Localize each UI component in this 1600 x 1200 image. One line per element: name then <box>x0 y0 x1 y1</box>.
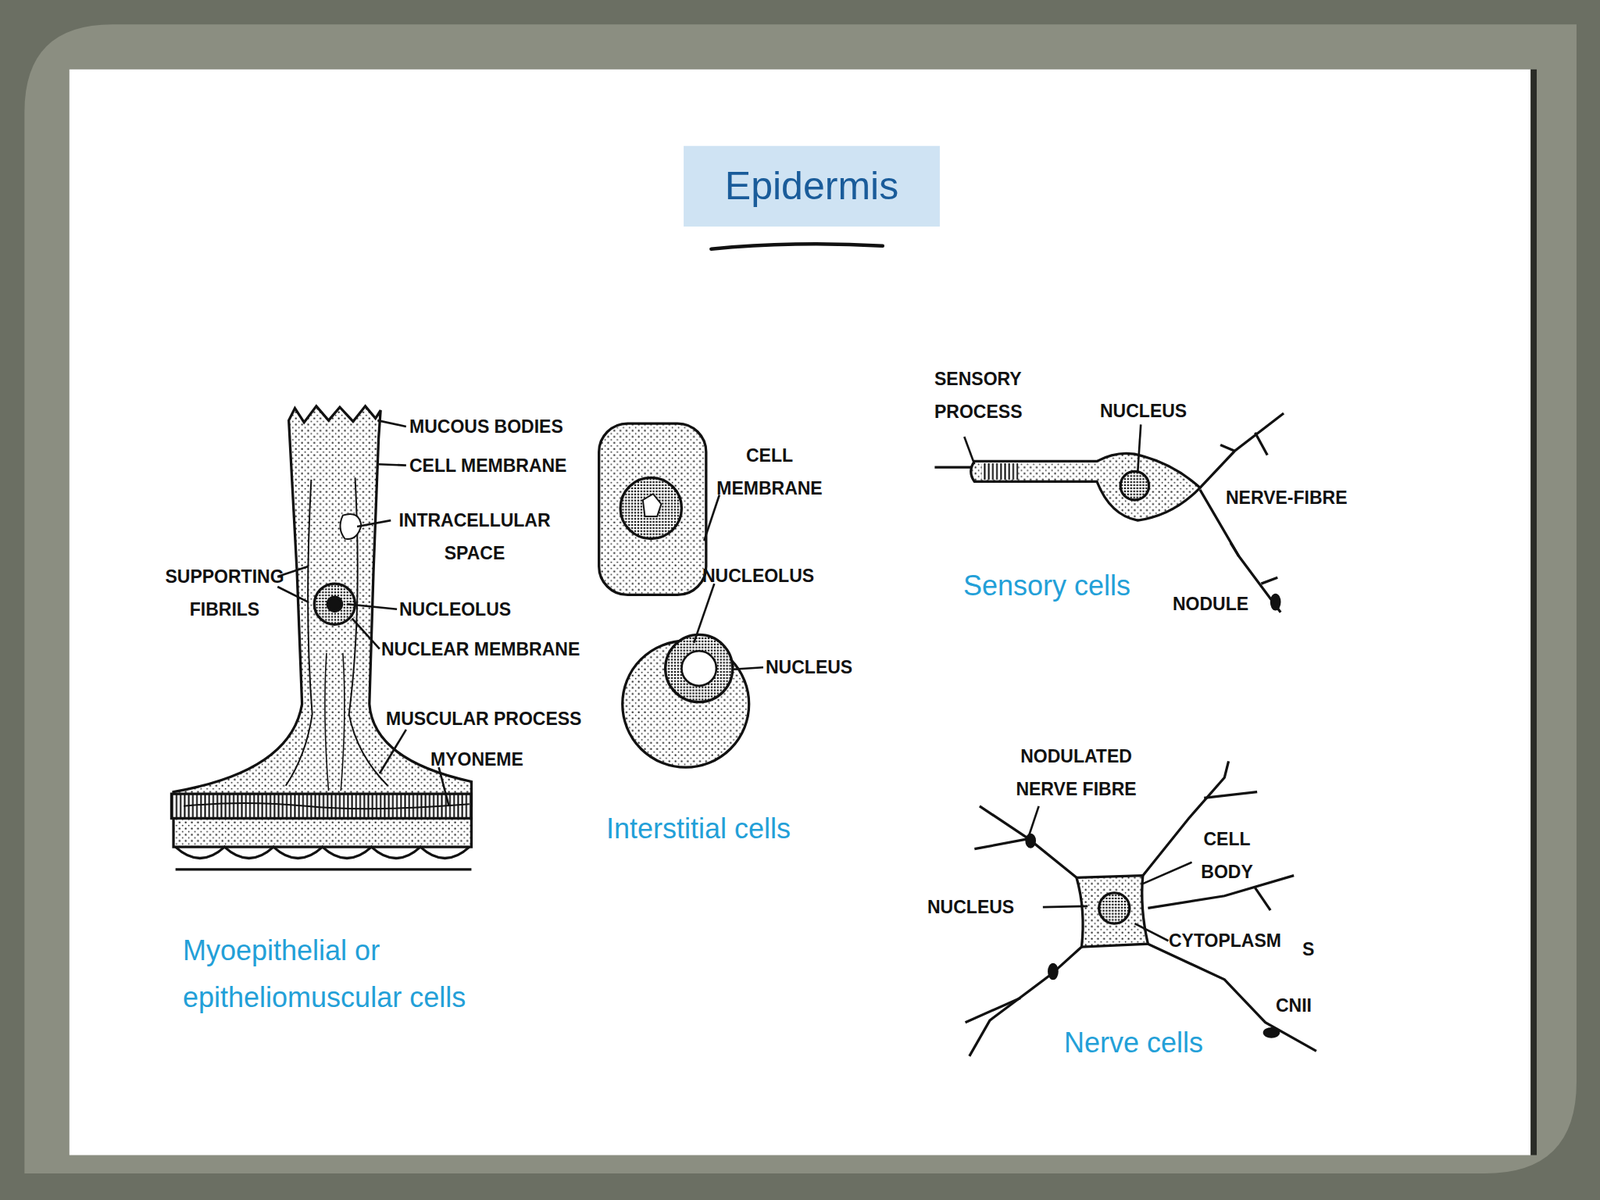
leader-line <box>964 424 1141 472</box>
leader-line <box>1134 923 1168 941</box>
nerve-cell <box>974 839 1029 850</box>
sensory-cell <box>1271 594 1279 609</box>
cell-caption: Interstitial cells <box>606 805 791 853</box>
part-label: CELL BODY <box>1193 822 1261 889</box>
interstitial-cell <box>599 423 707 595</box>
leader-line <box>1142 862 1193 884</box>
myoepithelial-cell <box>175 846 470 858</box>
sensory-cell <box>1200 413 1284 488</box>
part-label: NODULATED NERVE FIBRE <box>1007 739 1145 806</box>
cell-caption: Myoepithelial or epitheliomuscular cells <box>182 927 511 1022</box>
part-label: NODULE <box>1172 587 1249 621</box>
leader-line <box>346 603 397 610</box>
myoepithelial-cell <box>325 653 329 791</box>
interstitial-cell <box>620 477 682 539</box>
interstitial-cell <box>642 493 662 517</box>
part-label: INTRACELLULAR SPACE <box>390 503 559 570</box>
part-label: MYONEME <box>430 742 524 776</box>
title-box <box>683 146 940 227</box>
leader-line <box>377 420 407 427</box>
part-label: MUSCULAR PROCESS <box>385 702 582 736</box>
nerve-cell <box>979 806 1077 878</box>
part-label: NERVE-FIBRE <box>1225 481 1348 515</box>
myoepithelial-cell <box>327 596 342 611</box>
nerve-cell <box>1026 834 1035 847</box>
nerve-cell <box>965 997 1022 1022</box>
part-label: NUCLEAR MEMBRANE <box>381 632 580 666</box>
leader-line <box>439 767 450 807</box>
myoepithelial-cell <box>183 803 470 809</box>
nerve-cell <box>1255 887 1272 911</box>
myoepithelial-cell <box>285 479 313 786</box>
part-label: CNII <box>1275 989 1312 1022</box>
nerve-cell <box>1049 964 1058 979</box>
sensory-cell <box>1255 432 1268 456</box>
slide-title: Epidermis <box>683 162 940 210</box>
leader-line <box>1028 806 1040 837</box>
sensory-cell <box>1120 471 1150 500</box>
leader-line <box>357 520 391 527</box>
part-label: CELL MEMBRANE <box>409 449 567 483</box>
part-label: SENSORY PROCESS <box>934 362 1036 429</box>
cell-caption: Sensory cells <box>963 562 1131 610</box>
nerve-cell <box>1099 892 1130 924</box>
part-label: NUCLEOLUS <box>702 559 815 593</box>
leader-line <box>1042 906 1088 908</box>
leader-line <box>1028 806 1193 941</box>
nerve-cell <box>1142 760 1229 875</box>
slide-frame <box>69 69 1531 1156</box>
sensory-cell <box>1230 542 1239 557</box>
title-box <box>683 146 940 250</box>
myoepithelial-cell <box>340 653 345 791</box>
part-label: CELL MEMBRANE <box>710 439 829 505</box>
leader-line <box>693 583 715 643</box>
sensory-cell <box>934 413 1284 613</box>
leader-line <box>277 586 308 603</box>
part-label: NUCLEUS <box>927 890 1015 924</box>
sensory-cell <box>1220 444 1235 451</box>
part-label: CYTOPLASM <box>1168 924 1282 958</box>
myoepithelial-cell <box>173 818 472 848</box>
slide-frame <box>1530 69 1537 1156</box>
nerve-cell <box>1264 1028 1279 1037</box>
part-label: NUCLEOLUS <box>399 592 511 626</box>
interstitial-cell <box>665 634 733 702</box>
slide-frame <box>24 24 1577 1174</box>
leader-line <box>1137 424 1141 472</box>
sensory-cell <box>981 463 1018 480</box>
part-label: NUCLEUS <box>765 650 853 684</box>
interstitial-cell <box>599 423 750 768</box>
myoepithelial-cell <box>175 867 472 871</box>
sensory-cell <box>971 453 1200 521</box>
nerve-cell <box>965 760 1317 1056</box>
myoepithelial-cell <box>171 793 472 818</box>
leader-line <box>378 464 407 465</box>
sensory-cell <box>1260 577 1278 584</box>
nerve-cell <box>1076 875 1148 947</box>
part-label: SUPPORTING FIBRILS <box>160 560 290 626</box>
leader-line <box>964 436 975 465</box>
part-label: S <box>1302 932 1315 966</box>
leader-line <box>732 667 764 670</box>
nerve-cell <box>1203 792 1258 799</box>
leader-line <box>379 729 407 774</box>
leader-line <box>352 618 380 650</box>
part-label: NUCLEUS <box>1100 394 1187 428</box>
cell-caption: Nerve cells <box>1064 1019 1204 1067</box>
leader-line <box>703 494 720 541</box>
interstitial-cell <box>681 650 716 686</box>
part-label: MUCOUS BODIES <box>409 410 564 443</box>
title-box <box>710 243 883 249</box>
